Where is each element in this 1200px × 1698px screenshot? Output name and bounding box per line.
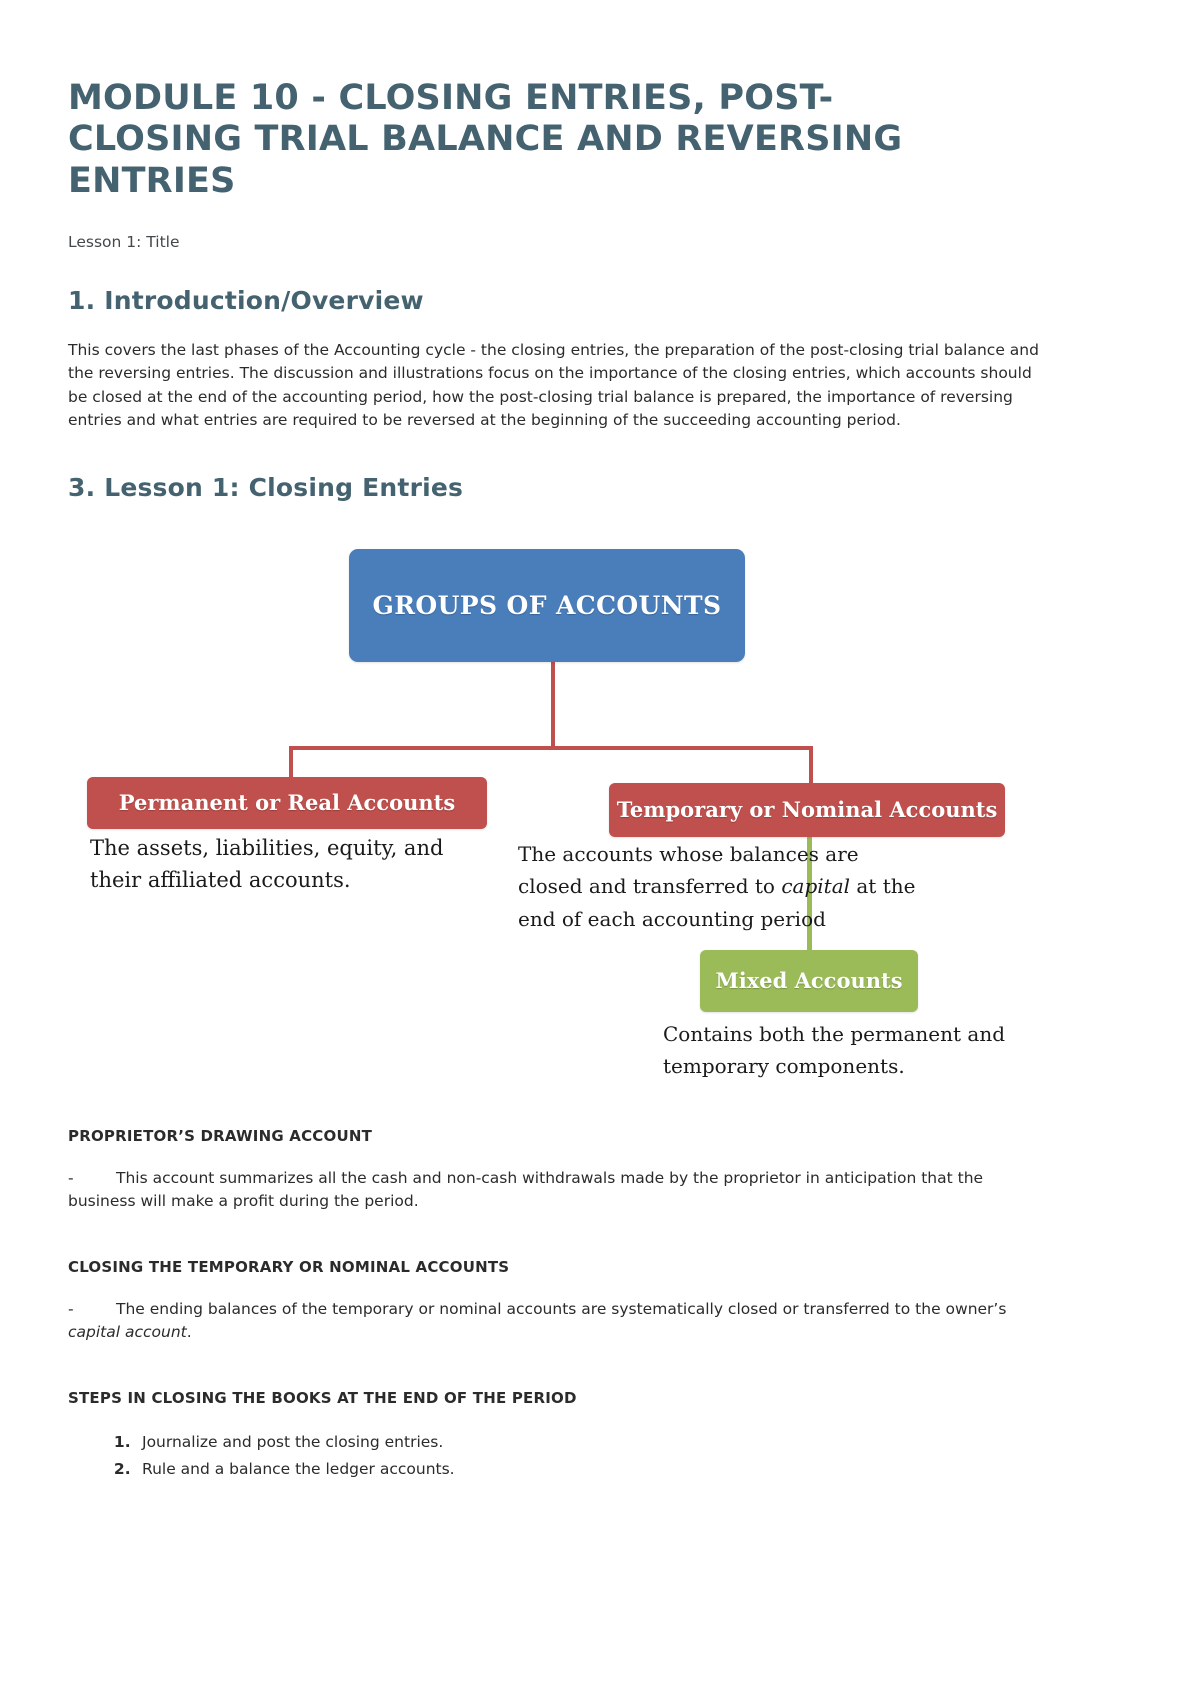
paragraph-proprietors-drawing-account-text: This account summarizes all the cash and…: [68, 1168, 984, 1211]
caption-temporary-line-3: end of each accounting period: [518, 903, 938, 935]
node-temporary-nominal-accounts: Temporary or Nominal Accounts: [609, 782, 1005, 837]
dash-bullet: -: [68, 1299, 74, 1318]
groups-of-accounts-diagram: GROUPS OF ACCOUNTS Permanent or Real Acc…: [68, 538, 1068, 1083]
lesson-subtitle: Lesson 1: Title: [68, 232, 180, 251]
caption-temporary-line-1: The accounts whose balances are: [518, 838, 938, 870]
node-permanent-real-accounts-label: Permanent or Real Accounts: [118, 790, 456, 816]
caption-mixed-accounts: Contains both the permanent and temporar…: [663, 1021, 1006, 1079]
steps-list: Journalize and post the closing entries.…: [68, 1429, 1050, 1483]
block-proprietors-drawing-account: PROPRIETOR’S DRAWING ACCOUNT -This accou…: [68, 1127, 1050, 1214]
caption-temporary-line-2-post: at the: [850, 874, 916, 899]
caption-temporary-line-1-text: The accounts whose balances are: [518, 841, 859, 866]
caption-permanent-real-accounts: The assets, liabilities, equity, and the…: [90, 835, 444, 892]
connector-horizontal: [289, 745, 813, 750]
node-mixed-accounts: Mixed Accounts: [700, 949, 918, 1012]
connector-mixed-vertical: [807, 836, 812, 952]
heading-proprietors-drawing-account: PROPRIETOR’S DRAWING ACCOUNT: [68, 1126, 373, 1145]
node-groups-of-accounts-label: GROUPS OF ACCOUNTS: [372, 590, 722, 620]
node-permanent-real-accounts: Permanent or Real Accounts: [87, 776, 487, 829]
caption-temporary-nominal-accounts: The accounts whose balances are closed a…: [518, 838, 938, 935]
list-item: Journalize and post the closing entries.: [136, 1429, 1050, 1456]
connector-root-vertical: [551, 661, 555, 749]
intro-paragraph: This covers the last phases of the Accou…: [68, 340, 1039, 430]
caption-temporary-line-2-italic: capital: [781, 874, 851, 899]
caption-temporary-line-2: closed and transferred to capital at the: [518, 870, 938, 902]
paragraph-closing-temporary-post: .: [186, 1323, 192, 1342]
heading-lesson-one: 3. Lesson 1: Closing Entries: [68, 472, 464, 502]
connector-right-vertical: [809, 745, 813, 787]
page-title: MODULE 10 - CLOSING ENTRIES, POST-CLOSIN…: [68, 78, 903, 201]
node-groups-of-accounts: GROUPS OF ACCOUNTS: [349, 548, 745, 662]
node-mixed-accounts-label: Mixed Accounts: [715, 968, 903, 994]
caption-temporary-line-2-pre: closed and transferred to: [518, 874, 782, 899]
dash-bullet: -: [68, 1168, 74, 1187]
paragraph-closing-temporary-italic: capital account: [68, 1323, 187, 1342]
caption-temporary-line-3-text: end of each accounting period: [518, 906, 826, 931]
connector-left-vertical: [289, 745, 293, 781]
heading-introduction: 1. Introduction/Overview: [68, 285, 424, 315]
block-closing-temporary-accounts: CLOSING THE TEMPORARY OR NOMINAL ACCOUNT…: [68, 1258, 1050, 1345]
block-steps-closing-books: STEPS IN CLOSING THE BOOKS AT THE END OF…: [68, 1389, 1050, 1483]
node-temporary-nominal-accounts-label: Temporary or Nominal Accounts: [616, 797, 998, 823]
paragraph-proprietors-drawing-account: -This account summarizes all the cash an…: [68, 1167, 1043, 1214]
heading-steps-closing-books: STEPS IN CLOSING THE BOOKS AT THE END OF…: [68, 1388, 577, 1407]
list-item: Rule and a balance the ledger accounts.: [136, 1456, 1050, 1483]
heading-closing-temporary-accounts: CLOSING THE TEMPORARY OR NOMINAL ACCOUNT…: [68, 1257, 510, 1276]
paragraph-closing-temporary-accounts: - The ending balances of the temporary or…: [68, 1298, 1043, 1345]
paragraph-closing-temporary-pre: The ending balances of the temporary or …: [116, 1299, 1007, 1318]
